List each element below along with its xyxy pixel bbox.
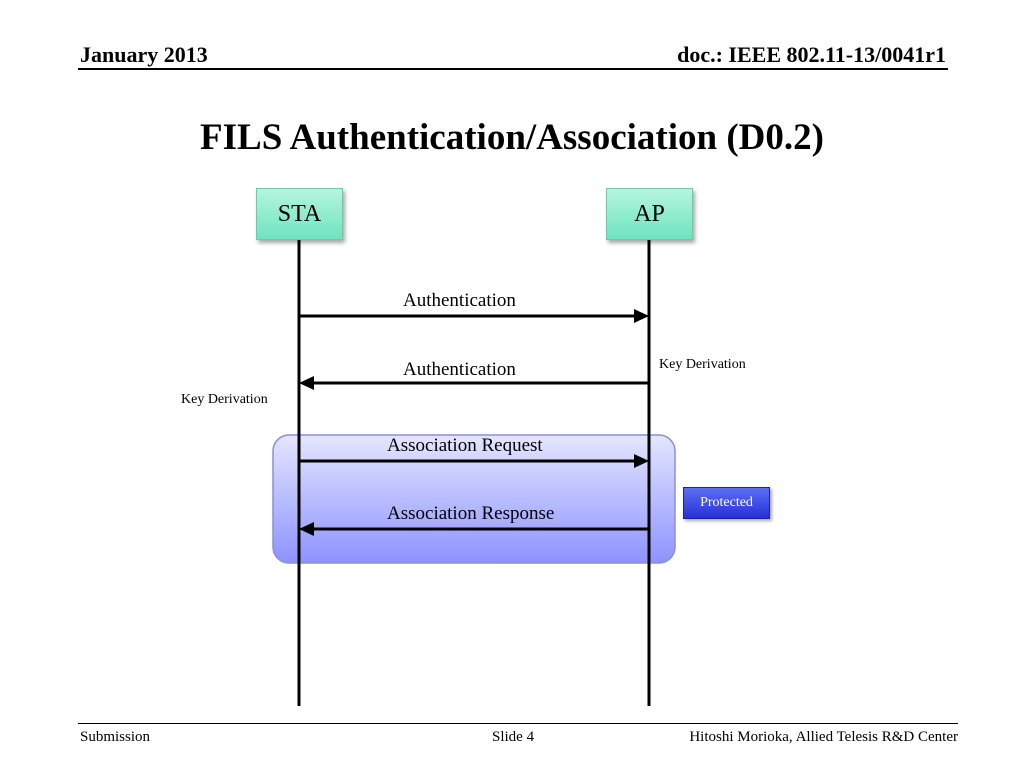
assoc-request-arrowhead — [634, 454, 649, 468]
auth-request-arrowhead — [634, 309, 649, 323]
footer-author: Hitoshi Morioka, Allied Telesis R&D Cent… — [689, 729, 958, 745]
footer-rule — [78, 723, 958, 724]
ap-entity-box: AP — [606, 188, 693, 240]
assoc-response-label: Association Response — [387, 503, 555, 524]
sta-entity-box: STA — [256, 188, 343, 240]
sta-key-derivation-note: Key Derivation — [181, 392, 268, 407]
slide-title: FILS Authentication/Association (D0.2) — [200, 117, 824, 158]
auth-request-label: Authentication — [403, 290, 516, 311]
assoc-request-label: Association Request — [387, 435, 543, 456]
header-doc-id: doc.: IEEE 802.11-13/0041r1 — [677, 42, 946, 67]
header-date: January 2013 — [80, 42, 208, 67]
auth-response-arrowhead — [299, 376, 314, 390]
header-rule — [78, 68, 948, 70]
footer-slide-number: Slide 4 — [492, 729, 535, 745]
protected-badge: Protected — [683, 487, 770, 519]
auth-response-label: Authentication — [403, 359, 516, 380]
assoc-response-arrowhead — [299, 522, 314, 536]
ap-key-derivation-note: Key Derivation — [659, 357, 746, 372]
protected-region — [272, 434, 676, 564]
footer-submission: Submission — [80, 729, 151, 745]
